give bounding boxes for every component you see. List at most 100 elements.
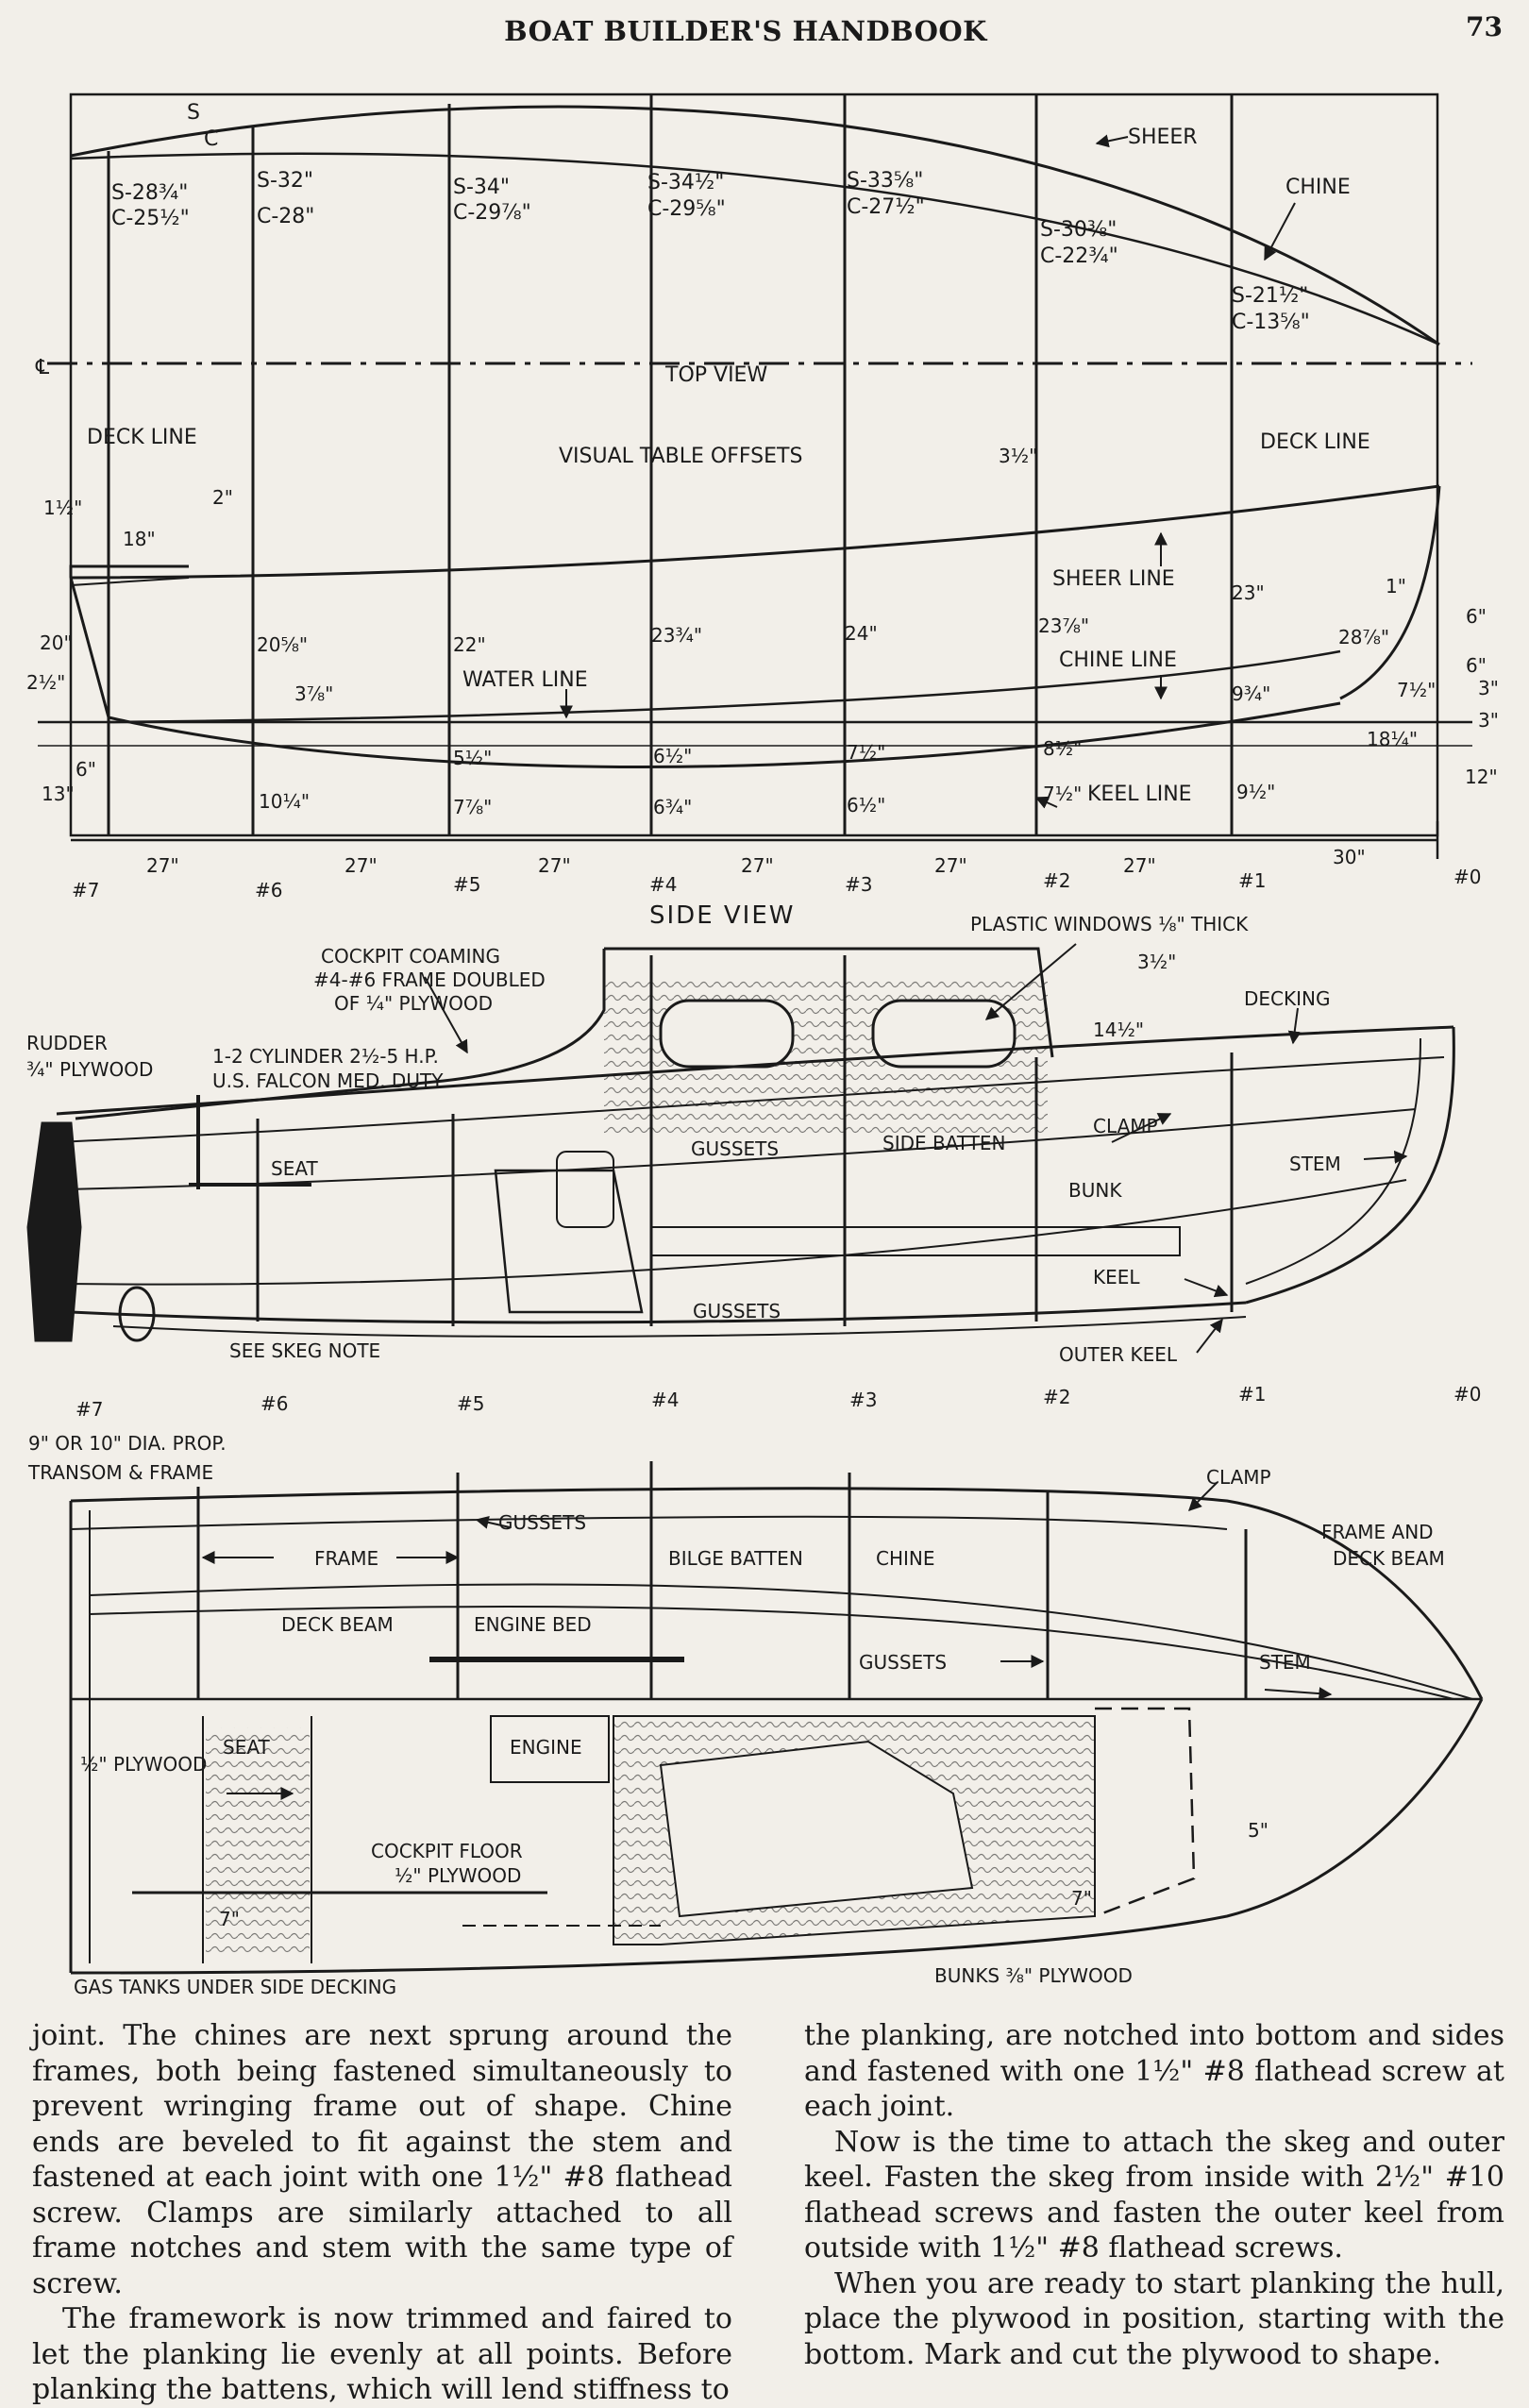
station-label-0: #0 [1453,866,1481,888]
visual-table-offsets-title: VISUAL TABLE OFFSETS [559,445,802,468]
offset-c-7: C-25½" [111,207,190,230]
dim-3-5-window: 3½" [1137,951,1176,973]
dim-7-plan-b: 7" [1071,1887,1092,1910]
top-view [38,93,1472,859]
dim-6-5b: 6½" [847,794,885,817]
paragraph: When you are ready to start planking the… [804,2266,1504,2371]
offset-s-2: S-30⅜" [1040,218,1117,242]
rudder-label-1: RUDDER [26,1032,108,1054]
keel-label: KEEL [1093,1266,1140,1288]
paragraph: The framework is now trimmed and faired … [32,2302,732,2406]
paragraph: Now is the time to attach the skeg and o… [804,2125,1504,2265]
spacing-7-6: 27" [146,854,179,877]
chine-line-label: CHINE LINE [1059,648,1177,672]
paragraph: joint. The chines are next sprung around… [32,2019,732,2300]
deck-beam-label: DECK BEAM [281,1613,394,1636]
dim-14-5: 14½" [1093,1019,1144,1041]
dim-1: 1" [1386,575,1406,598]
sheer-line-label: SHEER LINE [1052,567,1175,591]
offset-c-5: C-29⅞" [453,201,531,225]
dim-7-78: 7⅞" [453,796,492,818]
skeg-note-label: SEE SKEG NOTE [229,1339,380,1362]
station-label-4: #4 [649,873,677,896]
side-view-title: SIDE VIEW [649,901,795,930]
centerline-symbol: ℄ [35,356,50,379]
dim-22: 22" [453,633,486,656]
side-view [26,943,1455,1354]
dim-7-5b: 7½" [1043,783,1082,805]
water-line-label: WATER LINE [462,668,588,692]
dim-24: 24" [845,622,878,645]
chine-label: CHINE [1285,176,1351,199]
offset-s-5: S-34" [453,176,510,199]
sv-station-3: #3 [849,1389,877,1411]
dim-3b: 3" [1478,709,1499,732]
outer-keel-label: OUTER KEEL [1059,1343,1178,1366]
spacing-2-1: 27" [1123,854,1156,877]
deck-line-left-label: DECK LINE [87,426,197,449]
spacing-6-5: 27" [344,854,378,877]
bunks-plywood-label: BUNKS ⅜" PLYWOOD [934,1964,1133,1987]
dim-5-plan: 5" [1248,1819,1269,1842]
dim-23-75: 23¾" [651,624,702,647]
dim-13: 13" [42,783,75,805]
dim-3-5: 3½" [999,445,1037,467]
plan-engine-label: ENGINE [510,1736,582,1759]
cockpit-floor-label-2: ½" PLYWOOD [395,1864,521,1887]
offset-s-3: S-33⅝" [847,169,923,193]
side-batten-label: SIDE BATTEN [882,1132,1006,1154]
top-view-c-letter: C [204,127,218,151]
frame-deck-beam-label-2: DECK BEAM [1333,1547,1445,1570]
spacing-4-3: 27" [741,854,774,877]
sv-station-5: #5 [457,1392,484,1415]
dim-23-78: 23⅞" [1038,615,1089,637]
cockpit-floor-label-1: COCKPIT FLOOR [371,1840,523,1862]
dim-18: 18" [123,528,156,550]
bunk-label: BUNK [1068,1179,1122,1202]
bilge-batten-label: BILGE BATTEN [668,1547,803,1570]
dim-18-25: 18¼" [1367,728,1418,750]
paragraph: the planking, are notched into bottom an… [804,2019,1504,2123]
dim-20-58: 20⅝" [257,633,308,656]
top-view-title: TOP VIEW [664,363,767,387]
text-column-right: the planking, are notched into bottom an… [804,2018,1504,2396]
dim-9-5: 9½" [1236,781,1275,803]
sv-station-7: #7 [76,1398,103,1421]
sv-station-1: #1 [1238,1383,1266,1406]
body-text: joint. The chines are next sprung around… [32,2018,1504,2406]
sv-station-0: #0 [1453,1383,1481,1406]
plan-gussets-mid-label: GUSSETS [859,1651,947,1674]
decking-label: DECKING [1244,987,1330,1010]
rudder-label-2: ¾" PLYWOOD [26,1058,153,1081]
spacing-5-4: 27" [538,854,571,877]
keel-line-label: KEEL LINE [1087,783,1192,806]
offset-s-1: S-21½" [1232,284,1308,308]
plan-view-labels: TRANSOM & FRAME GUSSETS CLAMP FRAME BILG… [27,1461,1445,1998]
station-label-3: #3 [845,873,872,896]
plan-chine-label: CHINE [876,1547,935,1570]
dim-5-5: 5½" [453,747,492,769]
spacing-3-2: 27" [934,854,967,877]
cockpit-coaming-label-3: OF ¼" PLYWOOD [334,992,493,1015]
dim-1-5: 1½" [43,497,82,519]
plan-seat-label: SEAT [223,1736,270,1759]
gussets-label-bottom: GUSSETS [693,1300,781,1322]
half-plywood-label: ½" PLYWOOD [80,1753,207,1776]
offset-c-6: C-28" [257,205,314,228]
clamp-label: CLAMP [1093,1115,1158,1137]
station-label-6: #6 [255,879,282,901]
offset-c-3: C-27½" [847,195,925,219]
sheer-label: SHEER [1128,126,1198,149]
plan-view [69,1461,1484,1975]
sv-station-4: #4 [651,1389,679,1411]
station-label-2: #2 [1043,869,1070,892]
stem-label: STEM [1289,1153,1341,1175]
offset-s-7: S-28¾" [111,181,188,205]
page-header: BOAT BUILDER'S HANDBOOK 73 [0,0,1529,66]
offset-c-4: C-29⅝" [647,197,726,221]
gussets-label-top: GUSSETS [691,1137,779,1160]
dim-6-r2: 6" [1466,654,1487,677]
seat-label: SEAT [271,1157,318,1180]
sv-station-2: #2 [1043,1386,1070,1408]
offset-s-4: S-34½" [647,171,724,194]
